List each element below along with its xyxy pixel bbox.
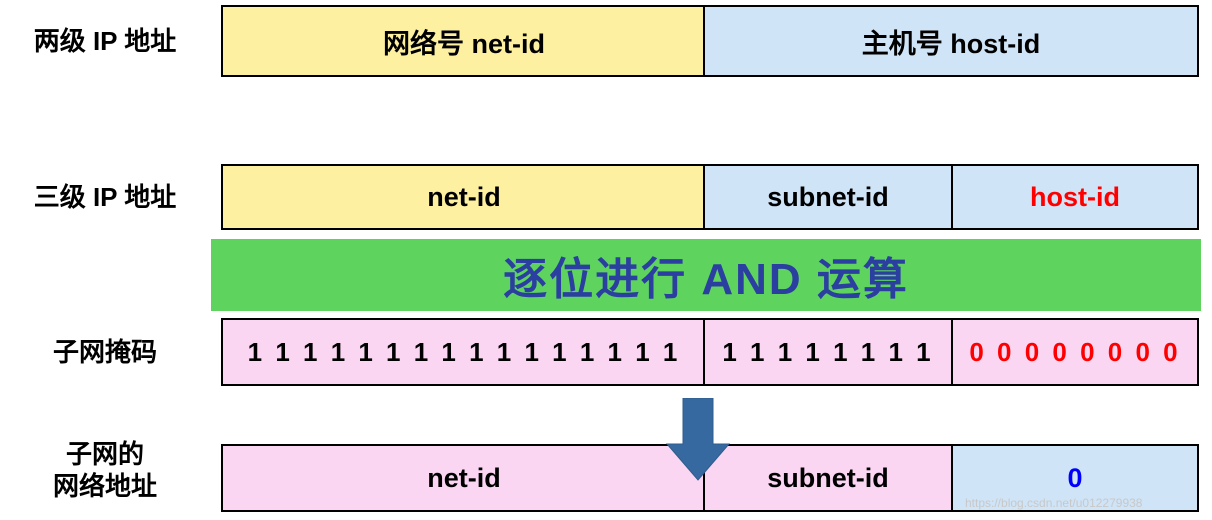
watermark-text: https://blog.csdn.net/u012279938 xyxy=(965,496,1143,510)
cell-subnet-id-three-level: subnet-id xyxy=(703,164,953,230)
row-label-two-level-ip: 两级 IP 地址 xyxy=(33,25,177,56)
cell-mask-host-bits: 0 0 0 0 0 0 0 0 xyxy=(951,318,1199,386)
and-operation-banner: 逐位进行 AND 运算 xyxy=(211,239,1201,311)
cell-host-id-two-level: 主机号 host-id xyxy=(703,5,1199,77)
cell-net-id-two-level: 网络号 net-id xyxy=(221,5,707,77)
cell-mask-subnet-bits: 1 1 1 1 1 1 1 1 xyxy=(703,318,953,386)
cell-result-zero: 0 xyxy=(951,444,1199,512)
down-arrow-icon xyxy=(665,398,731,481)
row-label-subnet-mask: 子网掩码 xyxy=(52,336,157,367)
cell-mask-net-bits: 1 1 1 1 1 1 1 1 1 1 1 1 1 1 1 1 xyxy=(221,318,707,386)
row-label-subnet-network-address: 子网的 网络地址 xyxy=(52,438,157,502)
cell-net-id-three-level: net-id xyxy=(221,164,707,230)
cell-host-id-three-level: host-id xyxy=(951,164,1199,230)
and-operation-label: 逐位进行 AND 运算 xyxy=(503,255,909,304)
row-label-three-level-ip: 三级 IP 地址 xyxy=(33,181,177,212)
cell-result-subnet-id: subnet-id xyxy=(703,444,953,512)
cell-result-net-id: net-id xyxy=(221,444,707,512)
